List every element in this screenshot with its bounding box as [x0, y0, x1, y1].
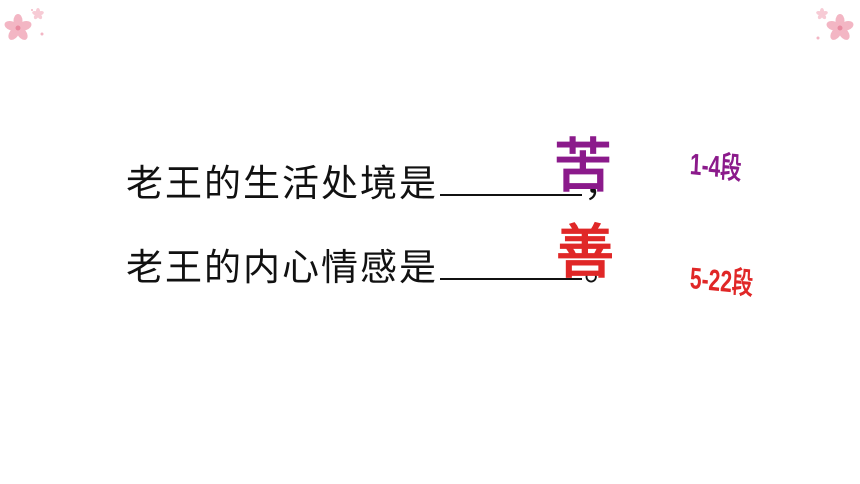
question-suffix: ，: [584, 162, 623, 205]
question-line-1: 老王的生活处境是 ，: [126, 162, 623, 206]
blossom-icon: [4, 8, 44, 40]
paragraph-range-1: 1-4段: [689, 148, 743, 187]
answer-text-1: 苦: [554, 132, 613, 200]
question-line-2: 老王的内心情感是 。: [126, 246, 623, 290]
answer-text-2: 善: [556, 218, 615, 286]
question-prefix: 老王的生活处境是: [126, 162, 438, 205]
answer-blank: [440, 164, 582, 196]
answer-blank: [440, 248, 582, 280]
blossom-icon: [816, 8, 854, 40]
question-prefix: 老王的内心情感是: [126, 246, 438, 289]
paragraph-range-2: 5-22段: [689, 262, 754, 302]
question-suffix: 。: [584, 246, 623, 289]
